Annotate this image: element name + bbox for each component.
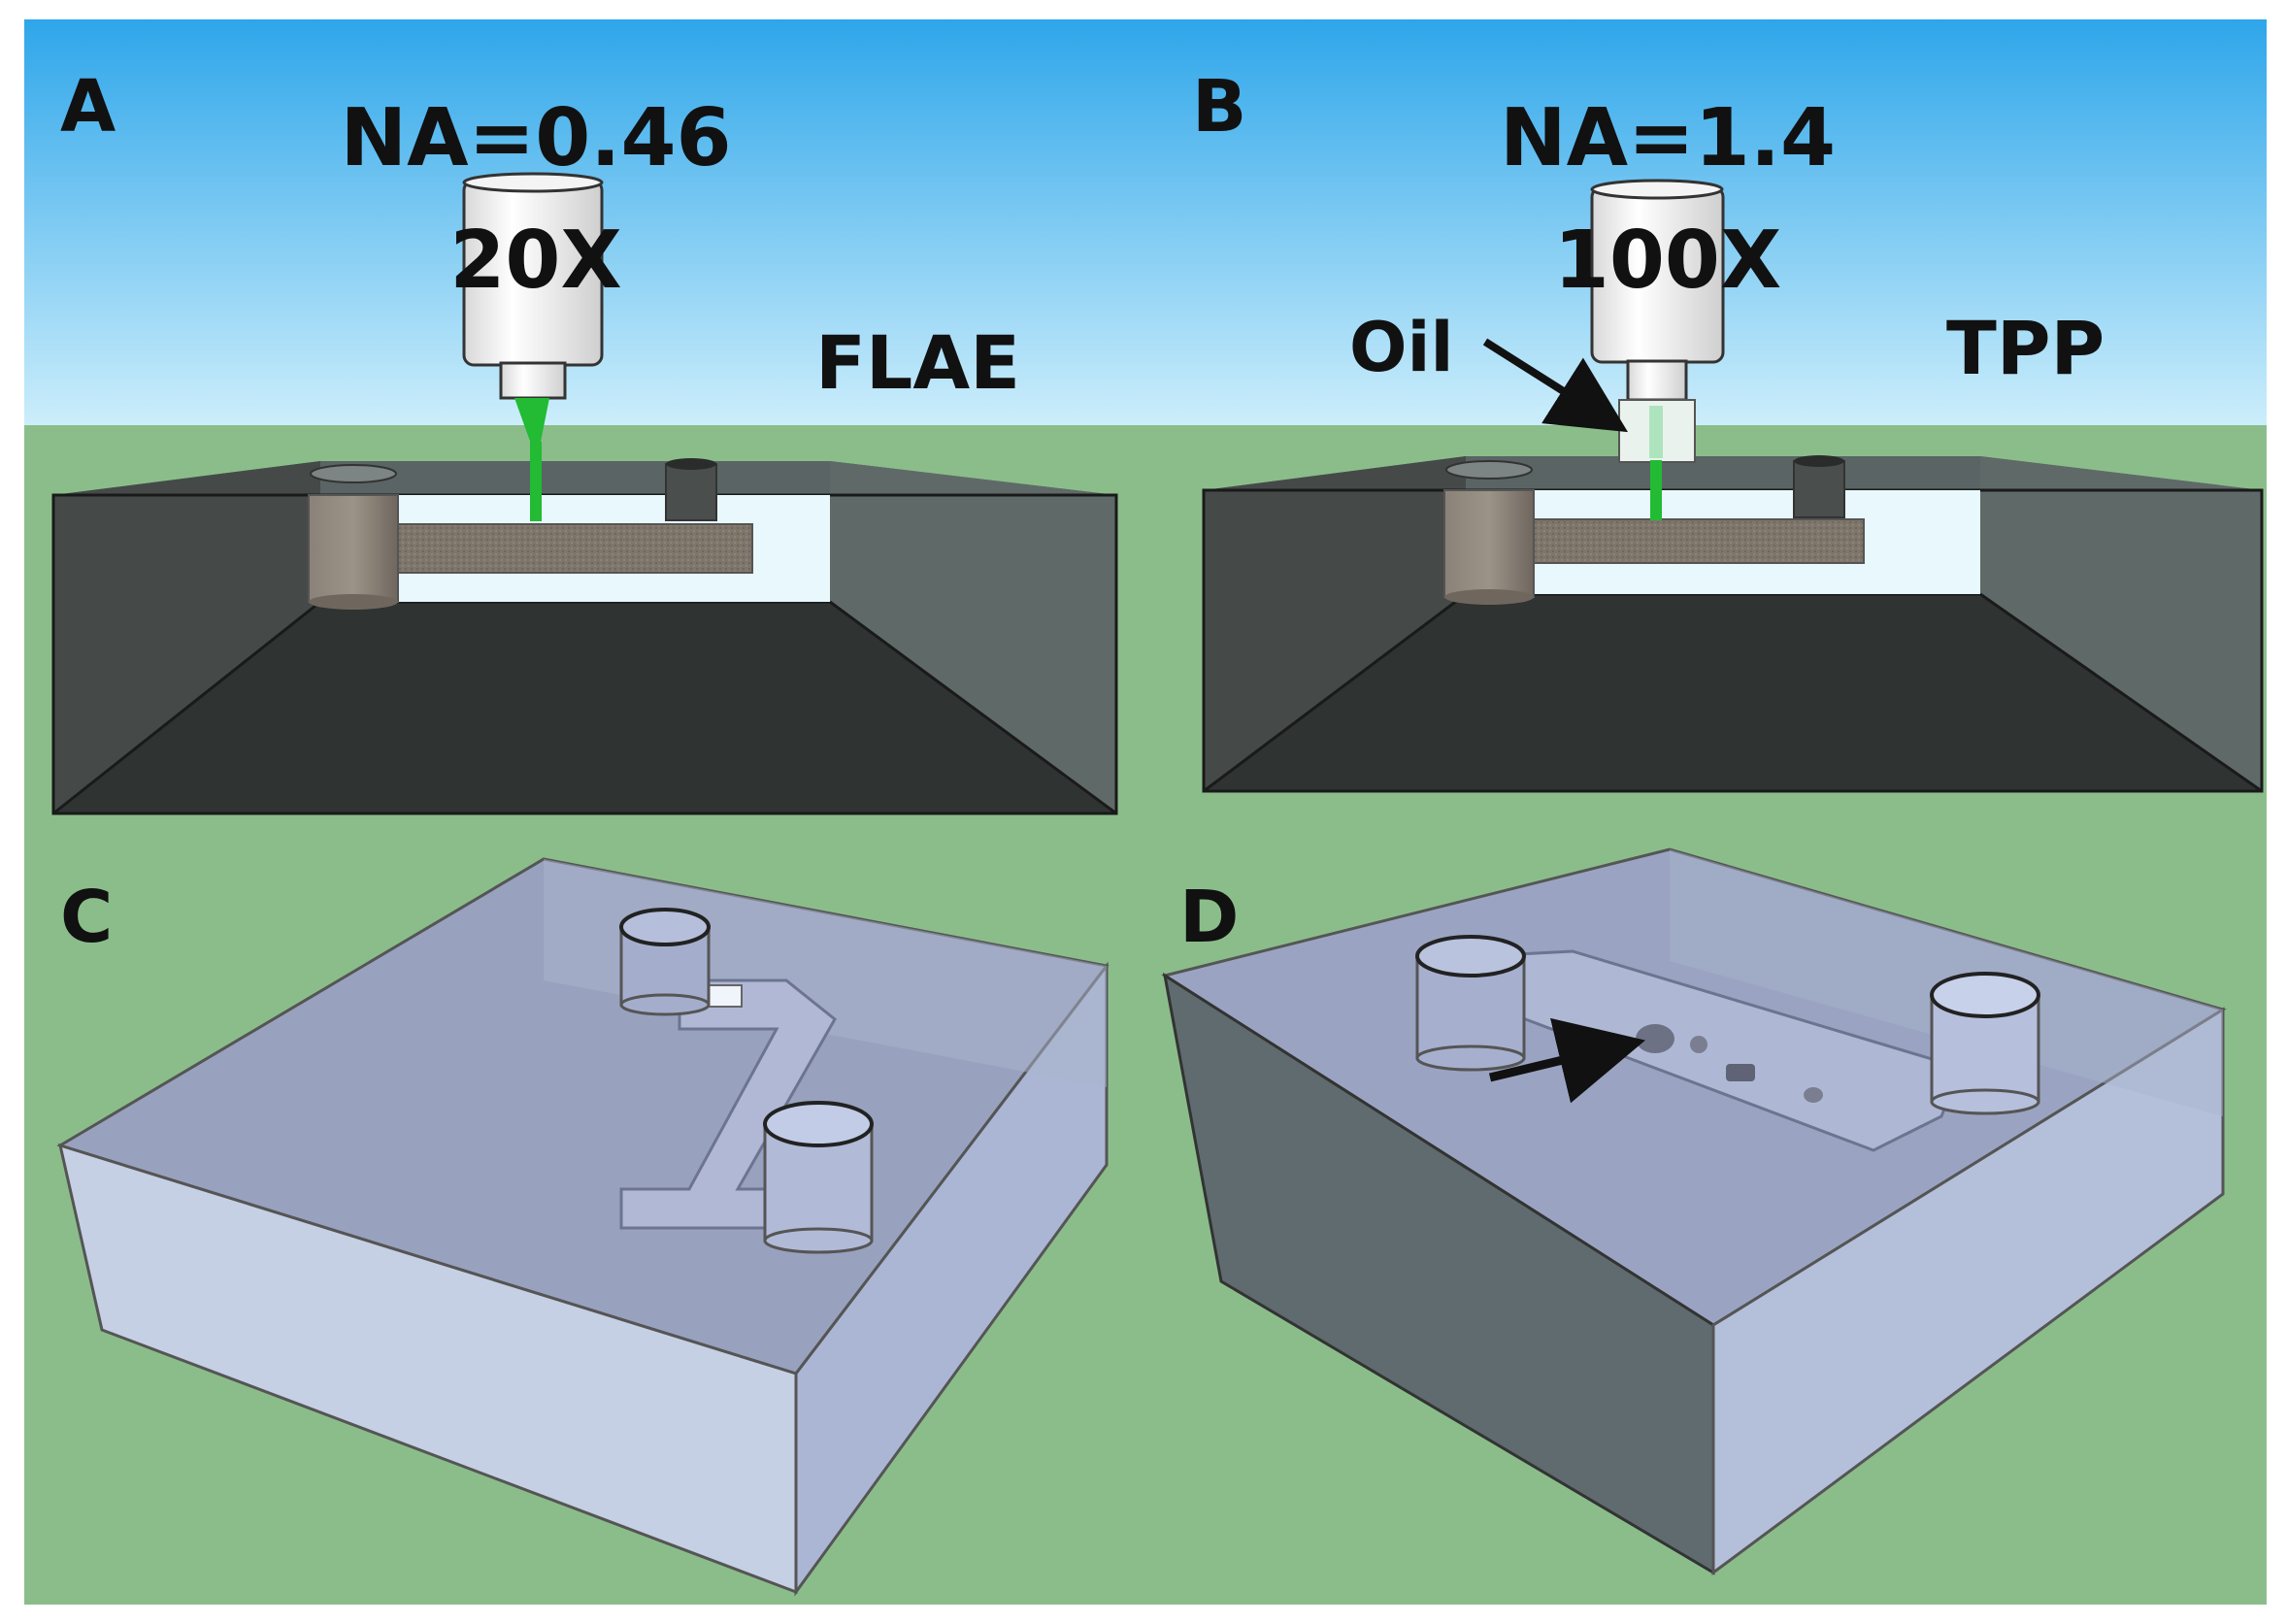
- substrate-floor: [53, 602, 1116, 813]
- particle: [1804, 1087, 1823, 1103]
- sky-background: [24, 19, 2267, 427]
- objective-lens-icon: [462, 172, 604, 400]
- panel-a-letter: A: [60, 65, 116, 149]
- outlet-pillar: [1793, 460, 1845, 518]
- panel-b-oil-label: Oil: [1349, 308, 1454, 387]
- panel-a-method-label: FLAE: [815, 319, 1020, 406]
- glass-chip-side: [1711, 1007, 2225, 1575]
- glass-chip-side: [794, 961, 1109, 1597]
- substrate-left-wall: [1204, 456, 1466, 791]
- channel-structure: [1533, 518, 1865, 564]
- substrate-right-wall: [1980, 456, 2262, 791]
- arrow-icon: [1488, 1017, 1646, 1104]
- panel-b-letter: B: [1192, 65, 1246, 149]
- outlet-well: [1930, 972, 2040, 1115]
- objective-lens-icon: [1590, 179, 1725, 402]
- channel-structure: [397, 523, 753, 574]
- outlet-pillar: [665, 463, 717, 521]
- inlet-pillar: [308, 494, 399, 603]
- panel-a-mag-label: 20X: [449, 215, 621, 307]
- outlet-well: [763, 1101, 874, 1254]
- substrate-floor: [1204, 594, 2262, 791]
- panel-c: C: [56, 857, 1110, 1597]
- arrow-icon: [1482, 338, 1629, 433]
- substrate-right-wall: [830, 461, 1116, 813]
- panel-a-na-label: NA=0.46: [340, 92, 731, 184]
- particle: [1636, 1024, 1674, 1053]
- inlet-well: [1415, 935, 1526, 1072]
- panel-b: B NA=1.4 100X Oil TPP: [1192, 65, 2264, 793]
- particle: [1690, 1036, 1707, 1053]
- panel-d: D: [1161, 847, 2227, 1575]
- substrate-left-wall: [53, 461, 320, 813]
- panel-c-letter: C: [60, 876, 113, 959]
- inlet-pillar: [1443, 489, 1535, 598]
- laser-beam: [530, 442, 542, 521]
- inlet-well: [619, 908, 711, 1016]
- panel-b-na-label: NA=1.4: [1500, 92, 1836, 184]
- particle: [1726, 1064, 1755, 1081]
- z-channel: [619, 978, 837, 1230]
- panel-b-mag-label: 100X: [1554, 215, 1781, 307]
- panel-a: A NA=0.46 20X FLAE: [51, 65, 1118, 815]
- panel-b-method-label: TPP: [1946, 305, 2105, 391]
- panel-d-letter: D: [1179, 876, 1239, 959]
- laser-beam-cone: [514, 398, 549, 447]
- laser-beam: [1650, 460, 1662, 520]
